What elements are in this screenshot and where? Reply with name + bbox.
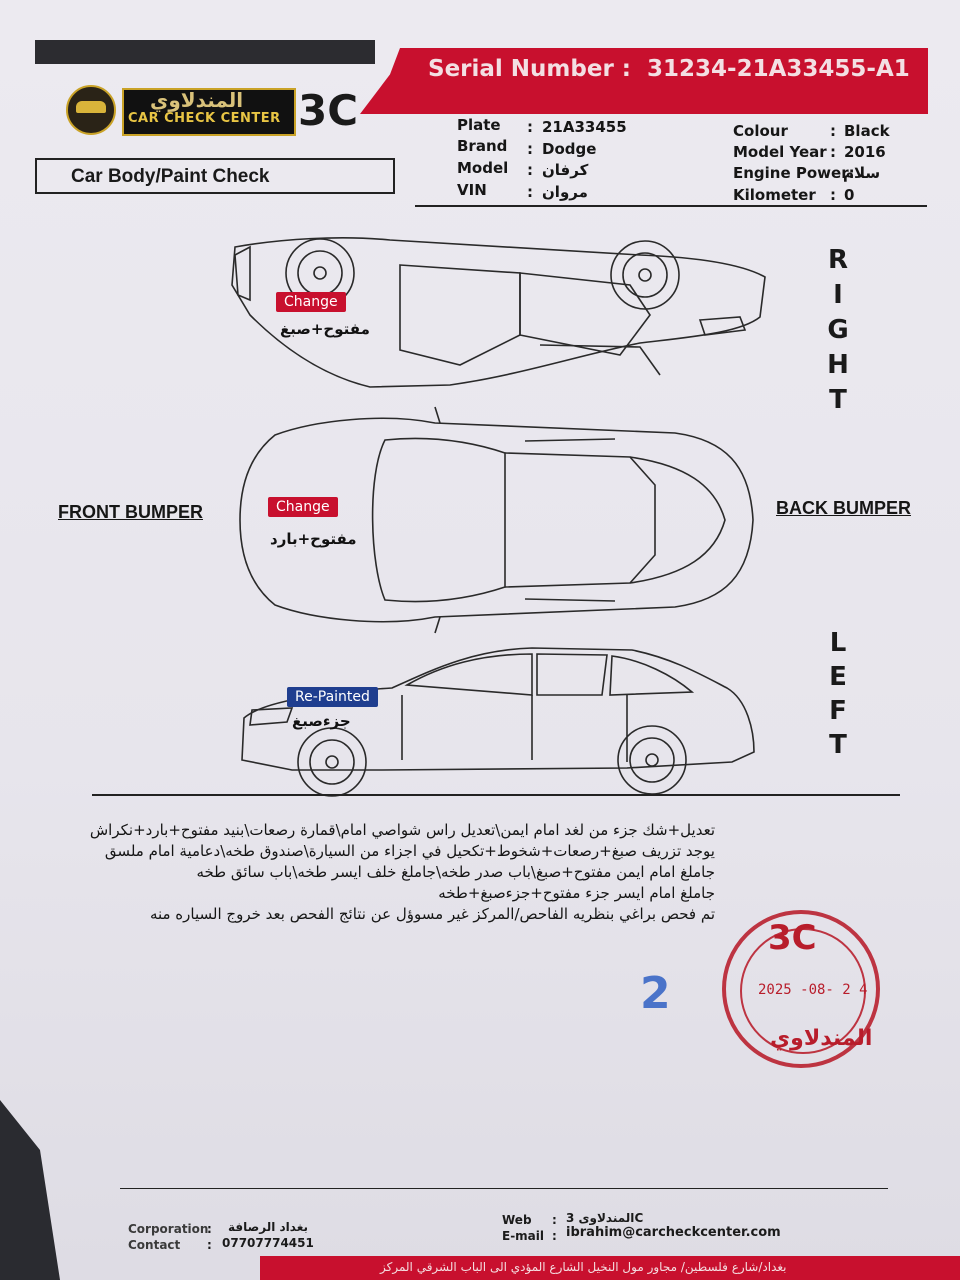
side-letter: I xyxy=(833,280,843,310)
vin-value: مروان xyxy=(542,183,588,201)
side-letter: T xyxy=(829,730,847,760)
notes-divider xyxy=(92,794,900,796)
front-bumper-label: FRONT BUMPER xyxy=(58,502,203,522)
stamp-name: المندلاوي xyxy=(770,1026,873,1051)
model-value: كرفان xyxy=(542,161,589,179)
logo-box xyxy=(122,88,296,136)
contact-label: Contact xyxy=(128,1238,181,1252)
email-value: ibrahim@carcheckcenter.com xyxy=(566,1225,781,1240)
damage-tag-change: Change xyxy=(268,497,338,517)
company-stamp xyxy=(722,910,880,1068)
serial-number: Serial Number : 31234-21A33455-A1 xyxy=(428,56,910,82)
year-label: Model Year xyxy=(733,143,827,161)
email-label: E-mail xyxy=(502,1229,545,1243)
plate-value: 21A33455 xyxy=(542,118,627,136)
colour-label: Colour xyxy=(733,122,788,140)
right-side-label: R I G H T xyxy=(823,245,853,420)
inspection-notes: تعديل+شك جزء من لغد امام ايمن\تعديل راس … xyxy=(89,820,715,925)
serial-value: 31234-21A33455-A1 xyxy=(647,56,910,82)
info-underline xyxy=(415,205,927,207)
sep: : xyxy=(552,1229,557,1243)
corporation-label: Corporation xyxy=(128,1222,209,1236)
damage-note: مفتوح+صبغ xyxy=(280,320,370,338)
damage-tag-repainted: Re-Painted xyxy=(287,687,378,707)
km-value: 0 xyxy=(844,186,855,204)
engine-label: Engine Power: xyxy=(733,164,855,182)
stamp-brand: 3C xyxy=(768,918,817,958)
year-value: 2016 xyxy=(844,143,886,161)
damage-tag-change: Change xyxy=(276,292,346,312)
car-top-diagram xyxy=(239,406,754,634)
side-letter: H xyxy=(827,350,849,380)
back-bumper-label: BACK BUMPER xyxy=(776,498,911,518)
vin-label: VIN xyxy=(457,181,487,199)
logo-3c: 3C xyxy=(298,86,359,135)
note-line: تعديل+شك جزء من لغد امام ايمن\تعديل راس … xyxy=(89,821,715,839)
brand-label: Brand xyxy=(457,137,508,155)
section-title: Car Body/Paint Check xyxy=(71,166,270,187)
side-letter: E xyxy=(829,662,847,692)
sep: : xyxy=(527,161,533,179)
header-dark-bar xyxy=(35,40,375,64)
sep: : xyxy=(830,143,836,161)
sep: : xyxy=(830,122,836,140)
km-label: Kilometer xyxy=(733,186,816,204)
engine-value: سلام xyxy=(843,164,881,182)
contact-value: 07707774451 xyxy=(222,1236,314,1250)
side-letter: F xyxy=(829,696,847,726)
stamp-date: 2025 -08- 2 4 xyxy=(758,982,868,998)
footer-address-bar: بغداد/شارع فلسطين/ مجاور مول النخيل الشا… xyxy=(260,1256,960,1280)
logo-arabic: المندلاوي xyxy=(150,88,244,112)
section-title-box: Car Body/Paint Check xyxy=(35,158,395,194)
plate-label: Plate xyxy=(457,116,501,134)
side-letter: R xyxy=(827,245,849,275)
sep: : xyxy=(830,186,836,204)
serial-label: Serial Number : xyxy=(428,56,632,82)
footer-divider xyxy=(120,1188,888,1189)
sep: : xyxy=(552,1213,557,1227)
brand-value: Dodge xyxy=(542,140,597,158)
car-logo-icon xyxy=(66,85,116,135)
note-line: جاملغ امام ايمن مفتوح+صبغ\باب صدر طخه\جا… xyxy=(196,863,715,881)
footer-address: بغداد/شارع فلسطين/ مجاور مول النخيل الشا… xyxy=(380,1260,787,1274)
damage-note: جزءصبغ xyxy=(292,712,351,730)
sep: : xyxy=(527,118,533,136)
web-value: المندلاوى 3C xyxy=(566,1211,644,1225)
damage-note: مفتوح+بارد xyxy=(270,530,357,548)
side-letter: L xyxy=(829,628,847,658)
left-side-label: L E F T xyxy=(823,628,853,764)
logo-english: CAR CHECK CENTER xyxy=(128,111,281,126)
colour-value: Black xyxy=(844,122,890,140)
car-right-side-diagram xyxy=(231,236,766,388)
note-line: تم فحص براغي بنظريه الفاحص/المركز غير مس… xyxy=(149,905,715,923)
note-line: يوجد تزريف صبغ+رصعات+شخوط+تكحيل في اجزاء… xyxy=(104,842,715,860)
header-red-banner xyxy=(360,48,928,114)
corporation-value: بغداد الرصافة xyxy=(228,1220,308,1234)
web-label: Web xyxy=(502,1213,532,1227)
sep: : xyxy=(527,140,533,158)
sep: : xyxy=(527,183,533,201)
side-letter: G xyxy=(827,315,849,345)
sep: : xyxy=(207,1238,212,1252)
model-label: Model xyxy=(457,159,509,177)
side-letter: T xyxy=(829,385,847,415)
sep: : xyxy=(207,1222,212,1236)
note-line: جاملغ امام ايسر جزء مفتوح+جزءصبغ+طخه xyxy=(438,884,715,902)
handwritten-number: 2 xyxy=(640,968,671,1019)
